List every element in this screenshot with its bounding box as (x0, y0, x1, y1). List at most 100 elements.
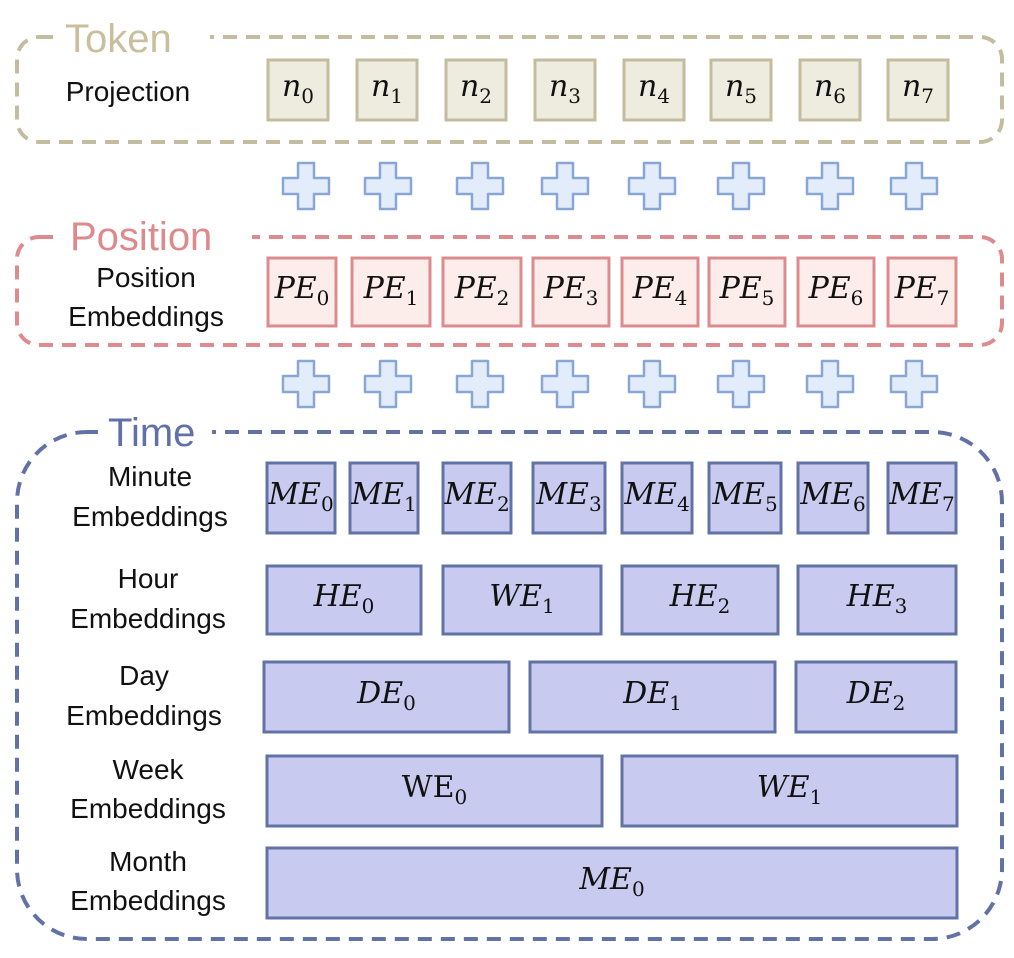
hour-cell-0 (265, 564, 423, 636)
minute-cell-0 (265, 461, 337, 535)
minute-cell-6 (796, 461, 870, 535)
day-cell-label-0: DE0 (356, 676, 416, 716)
position-cell-label-4: PE4 (632, 271, 688, 311)
week-cell-label-1: WE1 (757, 770, 822, 810)
projection-cell-2 (444, 58, 508, 122)
hour-cell-1 (441, 564, 603, 636)
plus-icon-row1-5 (716, 161, 766, 211)
position-cell-label-5: PE5 (719, 271, 775, 311)
minute-cell-7 (886, 461, 958, 535)
position-row-label-line-1: Embeddings (68, 301, 224, 332)
month-row-label-line-1: Embeddings (70, 885, 226, 916)
plus-icon-row1-0 (281, 161, 331, 211)
hour-cell-label-0: HE0 (313, 579, 375, 619)
plus-icon-row2-6 (805, 359, 855, 409)
projection-cell-label-2: n2 (460, 69, 492, 109)
minute-cell-1 (348, 461, 420, 535)
plus-icon-row2-1 (363, 359, 413, 409)
position-cell-7 (886, 256, 958, 328)
day-row-label-line-0: Day (119, 660, 169, 691)
position-cell-label-6: PE6 (808, 271, 864, 311)
projection-cell-3 (533, 58, 597, 122)
week-cell-label-0: WE0 (402, 770, 467, 810)
projection-row-label-line-0: Projection (66, 76, 191, 107)
projection-cell-label-7: n7 (902, 69, 934, 109)
plus-icon-row1-2 (455, 161, 505, 211)
time-group-title: Time (108, 411, 195, 455)
plus-icon-row1-7 (889, 161, 939, 211)
minute-cell-label-3: ME3 (535, 477, 601, 517)
plus-icon-row2-0 (281, 359, 331, 409)
hour-cell-label-1: WE1 (489, 579, 554, 619)
position-cell-6 (796, 256, 876, 328)
day-cell-label-1: DE1 (622, 676, 682, 716)
projection-cell-label-0: n0 (282, 69, 314, 109)
plus-icon-row2-2 (455, 359, 505, 409)
projection-cell-7 (886, 58, 950, 122)
position-title-gap (60, 231, 252, 243)
token-title-gap (55, 31, 210, 43)
position-cell-4 (620, 256, 700, 328)
hour-row-label-line-0: Hour (118, 563, 179, 594)
position-cell-1 (350, 256, 432, 328)
minute-row-label-line-0: Minute (108, 461, 192, 492)
position-cell-label-0: PE0 (274, 271, 330, 311)
projection-cell-5 (709, 58, 773, 122)
plus-icon-row2-5 (716, 359, 766, 409)
day-cell-0 (262, 660, 511, 734)
minute-cell-label-0: ME0 (267, 477, 333, 517)
month-cell-0 (265, 846, 959, 920)
plus-icon-row1-6 (805, 161, 855, 211)
hour-row-label-line-1: Embeddings (70, 603, 226, 634)
position-cell-label-1: PE1 (363, 271, 419, 311)
hour-cell-label-3: HE3 (846, 579, 908, 619)
plus-icon-row1-1 (363, 161, 413, 211)
position-group-title: Position (70, 215, 212, 259)
position-row-label-line-0: Position (96, 262, 196, 293)
day-cell-1 (528, 660, 777, 734)
position-cell-3 (531, 256, 611, 328)
minute-cell-label-1: ME1 (350, 477, 416, 517)
minute-cell-label-6: ME6 (799, 477, 865, 517)
position-cell-label-3: PE3 (543, 271, 599, 311)
projection-cell-label-5: n5 (725, 69, 757, 109)
projection-cell-1 (355, 58, 419, 122)
position-group-frame (15, 235, 1004, 347)
plus-icon-row1-3 (540, 161, 590, 211)
minute-cell-label-7: ME7 (888, 477, 954, 517)
plus-icon-row2-7 (889, 359, 939, 409)
day-row-label-line-1: Embeddings (66, 700, 222, 731)
position-cell-2 (441, 256, 523, 328)
projection-cell-label-4: n4 (638, 69, 670, 109)
token-group-frame (15, 35, 1004, 144)
projection-cell-label-1: n1 (371, 69, 403, 109)
projection-cell-6 (798, 58, 862, 122)
position-cell-5 (707, 256, 787, 328)
hour-cell-3 (796, 564, 958, 636)
week-cell-1 (620, 754, 959, 828)
week-row-label-line-1: Embeddings (70, 793, 226, 824)
position-cell-0 (266, 256, 338, 328)
month-row-label-line-0: Month (109, 846, 187, 877)
plus-icon-row1-4 (627, 161, 677, 211)
projection-cell-4 (622, 58, 686, 122)
hour-cell-2 (620, 564, 780, 636)
minute-cell-3 (531, 461, 607, 535)
hour-cell-label-2: HE2 (669, 579, 731, 619)
plus-icon-row2-4 (627, 359, 677, 409)
token-group-title: Token (65, 17, 172, 61)
plus-icon-row2-3 (540, 359, 590, 409)
minute-cell-label-5: ME5 (711, 477, 777, 517)
projection-cell-label-6: n6 (814, 69, 846, 109)
month-cell-label-0: ME0 (578, 862, 644, 902)
time-title-gap (98, 426, 212, 438)
time-group-frame (15, 430, 1004, 941)
minute-cell-5 (707, 461, 783, 535)
week-row-label-line-0: Week (112, 754, 184, 785)
day-cell-2 (794, 660, 958, 734)
position-cell-label-2: PE2 (454, 271, 510, 311)
minute-cell-2 (441, 461, 513, 535)
minute-cell-label-2: ME2 (443, 477, 509, 517)
projection-cell-label-3: n3 (549, 69, 581, 109)
